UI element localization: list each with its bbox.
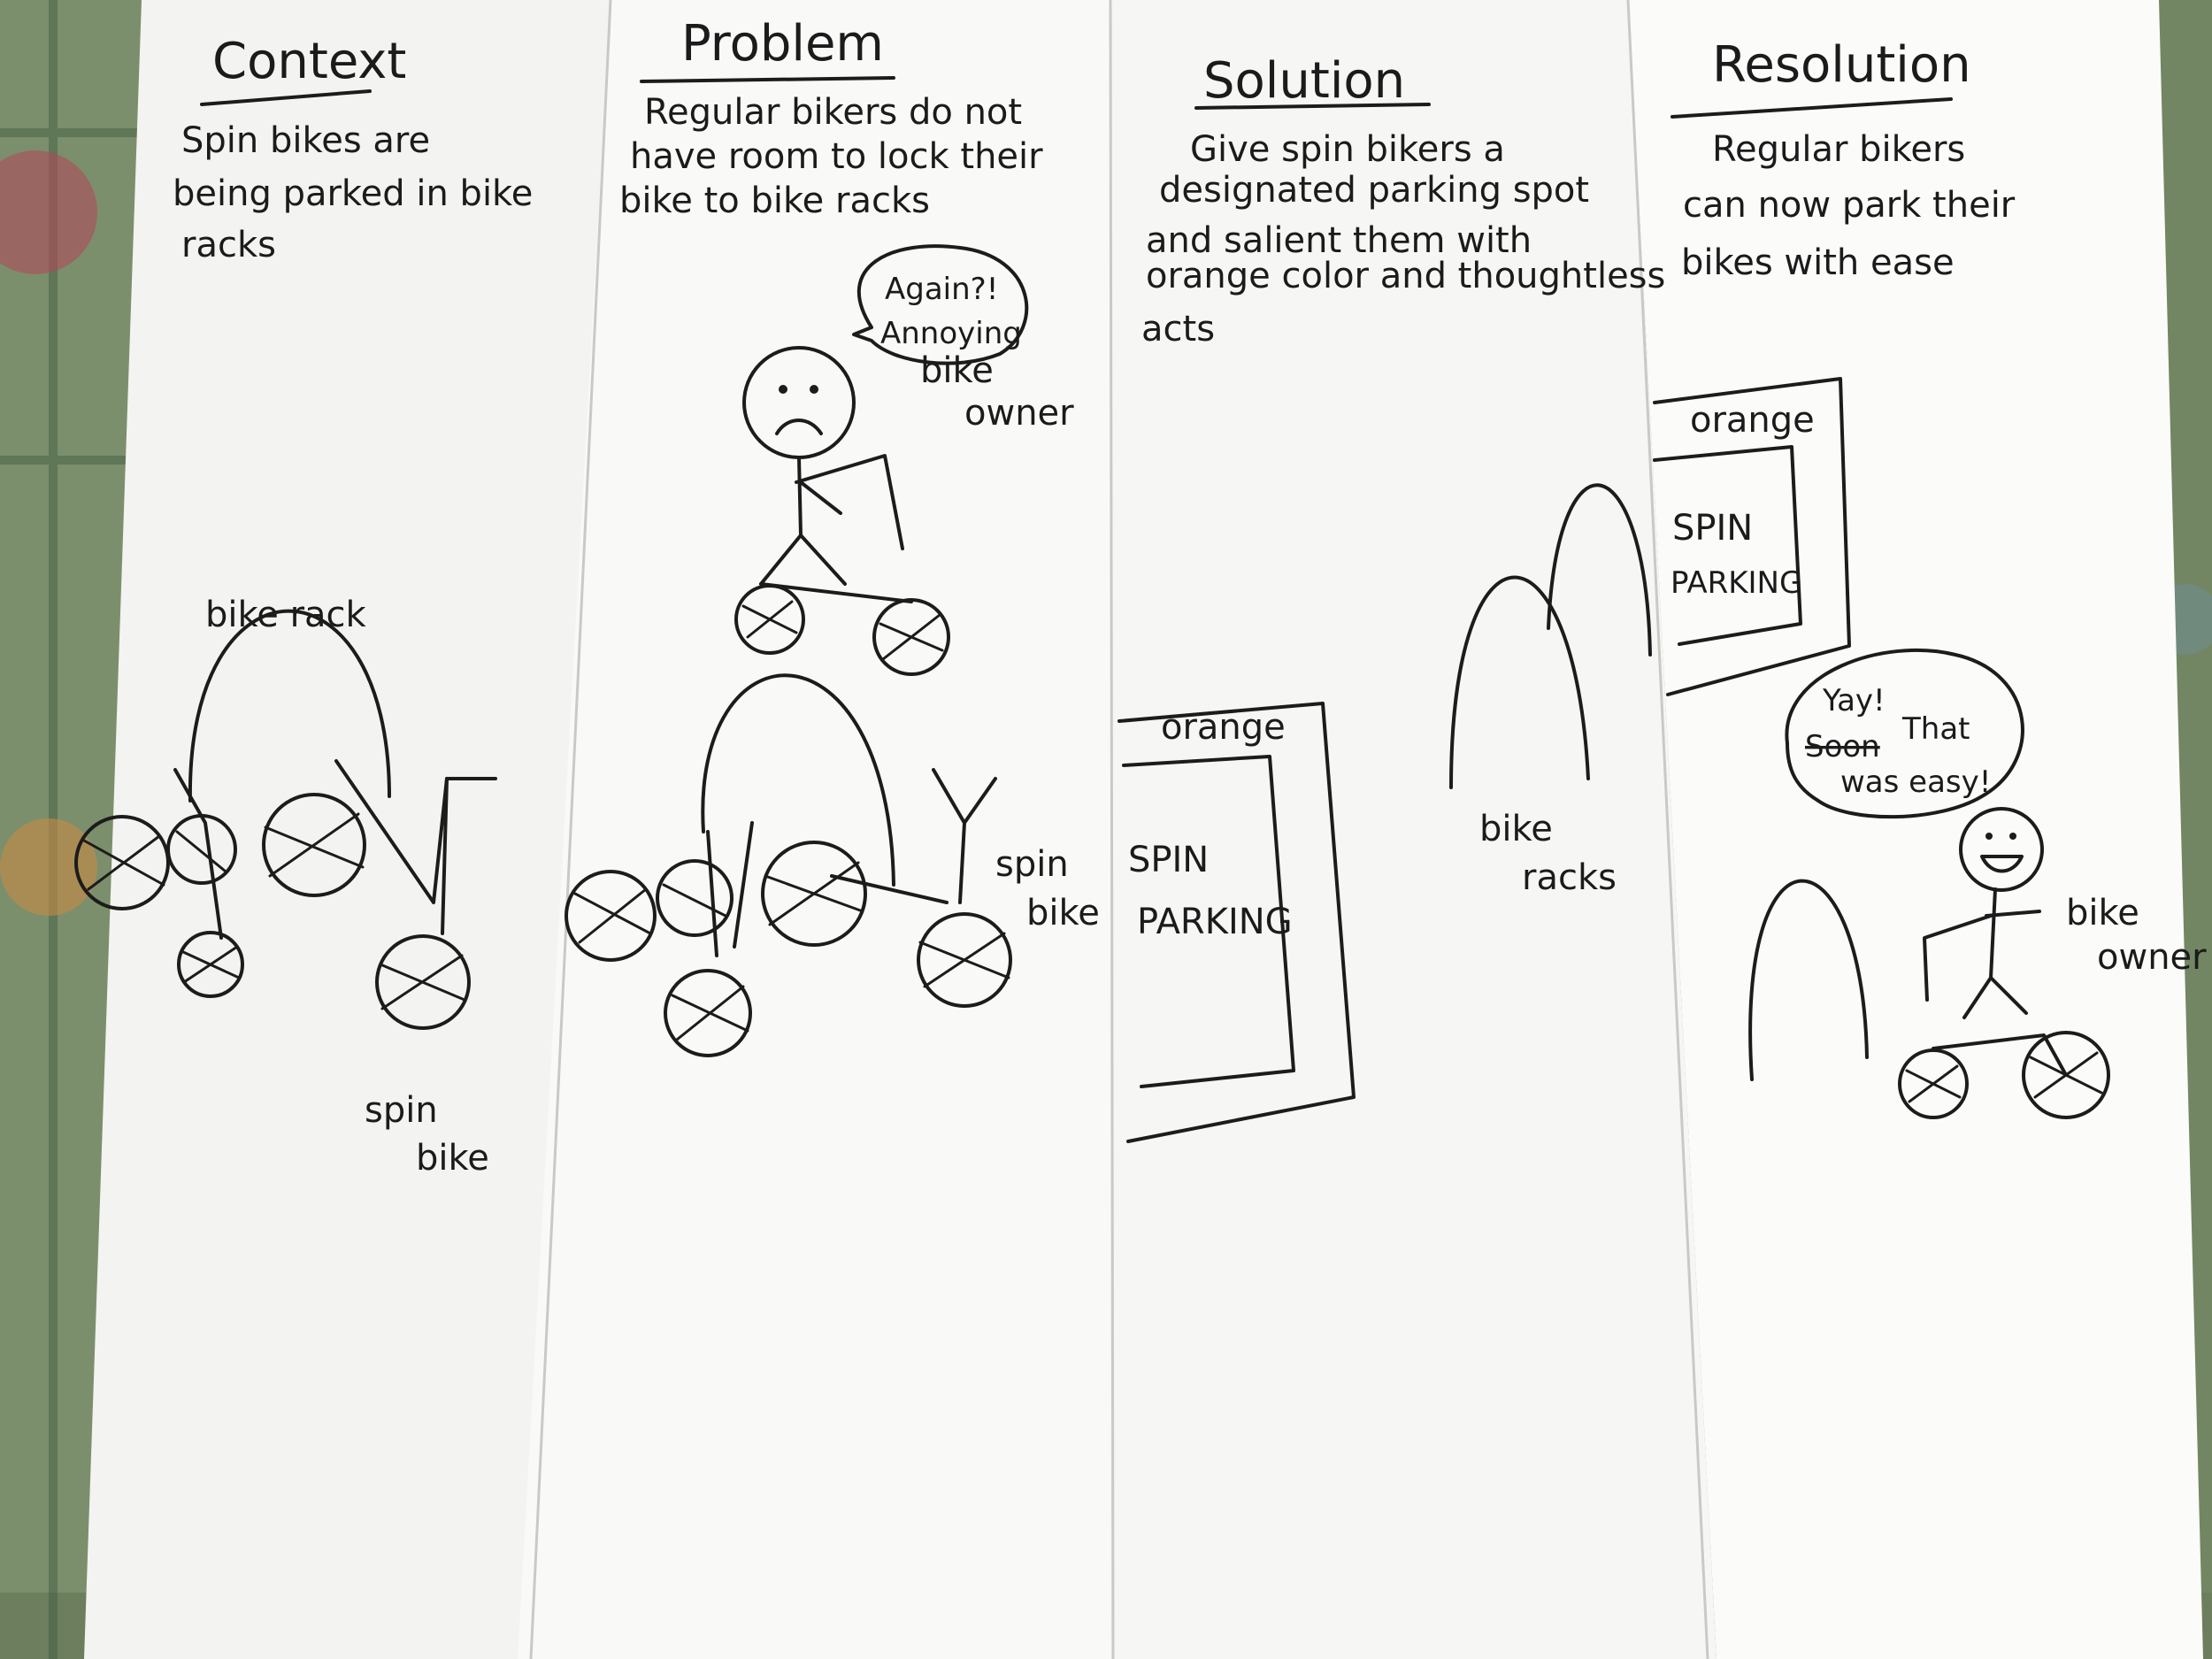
panel-text-line: acts [1141, 309, 1215, 349]
panel-context: Context Spin bikes are being parked in b… [74, 33, 533, 1179]
bike-owner-label-line: bike [920, 350, 994, 391]
panel-text-line: bike to bike racks [619, 180, 930, 221]
panel-text-line: can now park their [1683, 185, 2016, 226]
happy-biker-drawing [1898, 807, 2110, 1119]
sign-text-line: SPIN [1128, 840, 1209, 880]
spin-bike-label-line: bike [1026, 893, 1100, 933]
panel-text-line: have room to lock their [630, 136, 1043, 177]
panel-text-line: bikes with ease [1681, 242, 1955, 283]
spin-bike-label-line: spin [365, 1090, 438, 1131]
sad-biker-drawing [734, 346, 950, 676]
sign-text-line: PARKING [1137, 902, 1293, 942]
panel-text-line: designated parking spot [1159, 170, 1589, 211]
bike-owner-label-line: bike [2066, 893, 2139, 933]
sign-color-label: orange [1690, 400, 1815, 441]
bike-racks-label-line: bike [1479, 809, 1553, 849]
spin-parking-sign: orange SPIN PARKING [1118, 702, 1356, 1143]
speech-text-line: Annoying [880, 316, 1022, 351]
panel-problem: Problem Regular bikers do not have room … [565, 15, 1100, 1057]
bike-rack-label: bike rack [205, 595, 367, 635]
bike-rack-drawing [701, 673, 895, 887]
panel-title: Resolution [1712, 36, 1971, 94]
spin-bikes-drawing [74, 759, 497, 1030]
speech-bubble: Again?! Annoying [852, 244, 1029, 365]
panel-text-line: Regular bikers do not [644, 92, 1022, 133]
panel-resolution: Resolution Regular bikers can now park t… [1653, 36, 2207, 1119]
sign-color-label: orange [1161, 707, 1286, 748]
bike-owner-label-line: owner [2097, 937, 2207, 978]
panel-2-paper [518, 0, 1110, 1659]
speech-text-line: That [1901, 711, 1970, 747]
panel-solution: Solution Give spin bikers a designated p… [1118, 52, 1665, 1143]
spin-parking-sign: orange SPIN PARKING [1653, 377, 1851, 696]
panel-title: Solution [1203, 52, 1405, 110]
sign-text-line: SPIN [1672, 508, 1753, 549]
bike-racks-drawing [1449, 483, 1652, 789]
spin-bike-label-line: bike [416, 1138, 489, 1179]
speech-bubble: Yay! Soon That was easy! [1785, 648, 2024, 819]
bike-rack-drawing [1748, 879, 1869, 1081]
panel-text-line: Regular bikers [1712, 129, 1965, 170]
speech-text-line: Again?! [885, 272, 998, 307]
panel-text-line: being parked in bike [173, 173, 533, 214]
panel-title: Problem [681, 15, 884, 73]
bike-owner-label-line: owner [964, 393, 1074, 434]
panel-text-line: racks [181, 225, 276, 265]
speech-text-line: Yay! [1822, 683, 1886, 718]
speech-crossed-word: Soon [1805, 729, 1880, 764]
panel-text-line: Give spin bikers a [1190, 129, 1505, 170]
panel-text-line: and salient them with [1146, 220, 1532, 261]
bike-racks-label-line: racks [1522, 857, 1617, 898]
panel-4-paper [1628, 0, 2203, 1659]
panel-3-paper [1110, 0, 1717, 1659]
bike-rack-drawing [188, 609, 391, 803]
spin-bikes-drawing [565, 768, 1012, 1057]
panel-title: Context [212, 33, 406, 90]
panel-text-line: orange color and thoughtless [1146, 256, 1665, 296]
panel-text-line: Spin bikes are [181, 120, 430, 161]
speech-text-line: was easy! [1840, 764, 1991, 800]
sign-text-line: PARKING [1671, 565, 1802, 601]
panel-1-paper [84, 0, 611, 1659]
spin-bike-label-line: spin [995, 844, 1069, 885]
